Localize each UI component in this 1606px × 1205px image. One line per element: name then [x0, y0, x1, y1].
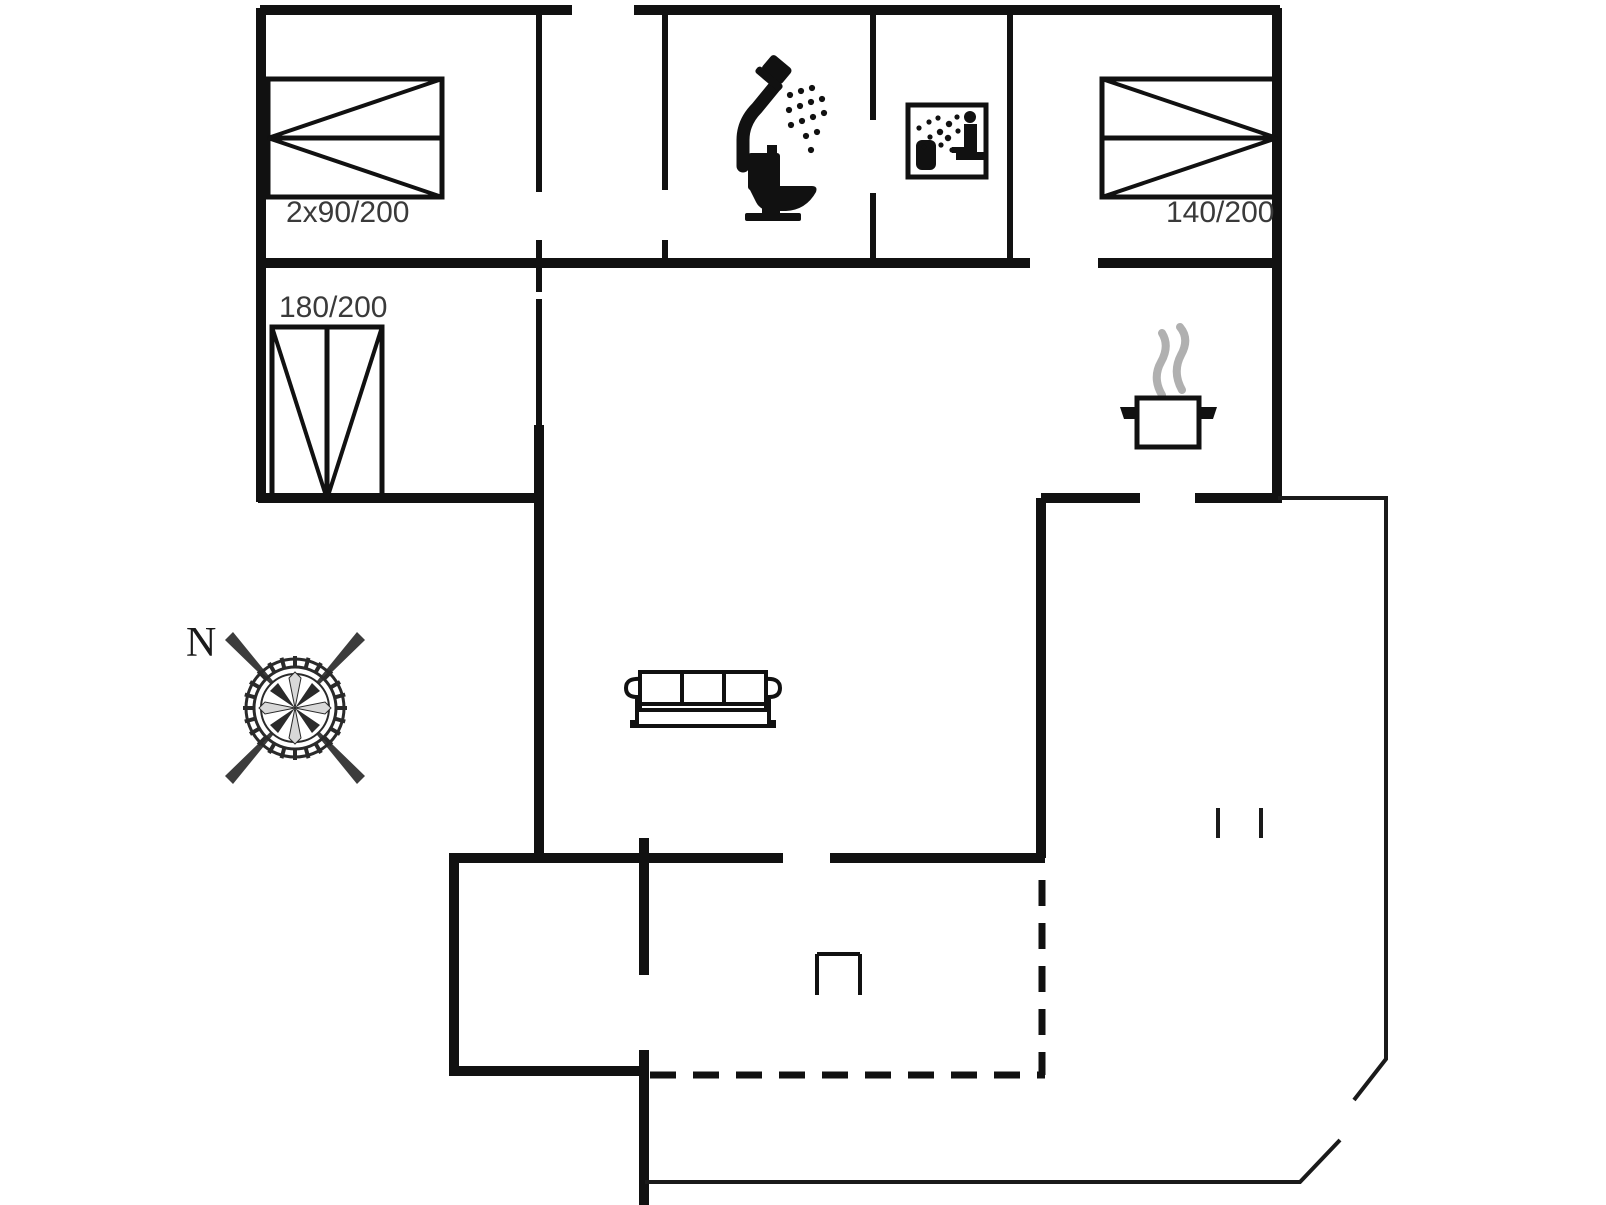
cooking-pot-steam	[1152, 323, 1190, 399]
bed-icon-twin-lower	[265, 135, 445, 200]
twin-beds-left-bedroom	[265, 76, 445, 200]
cooking-pot-body	[1134, 395, 1202, 450]
shower-head-plate	[755, 66, 783, 91]
terrace-right-outline	[1278, 496, 1388, 1102]
bed-icon-twin-lower-diagonal	[267, 136, 443, 199]
cooking-pot-icon	[1120, 323, 1217, 450]
toilet-icon	[745, 145, 817, 221]
sofa-arm-right	[765, 676, 783, 728]
bed-dimension-label-double-right: 140/200	[1166, 196, 1275, 229]
bed-icon-right-lower	[1099, 135, 1280, 200]
sauna-stove	[916, 140, 936, 170]
sauna-icon	[905, 102, 989, 180]
shower-head	[761, 55, 792, 84]
bed-icon-double-left-diag-b	[325, 326, 384, 500]
bed-icon-double-left-diag-a	[270, 326, 329, 500]
structural-walls	[256, 5, 1282, 1205]
covered-terrace-dashed	[650, 880, 1046, 1079]
bed-icon-twin-upper-diagonal	[267, 77, 443, 140]
sauna-bench	[956, 152, 984, 160]
compass-toothed-ring	[243, 656, 347, 760]
double-bed-lower-left-bedroom	[269, 324, 385, 502]
step-detail	[815, 952, 862, 995]
bed-dimension-label-double-left: 180/200	[279, 291, 388, 324]
double-bed-right-bedroom	[1099, 76, 1280, 200]
partition-walls	[536, 10, 1013, 425]
toilet-bowl	[748, 186, 817, 211]
sauna-steam-dots	[916, 114, 961, 153]
sofa-icon	[623, 670, 783, 728]
terrace-outlines	[645, 496, 1388, 1184]
sofa-arm-left	[623, 676, 641, 728]
compass-rose-icon	[225, 632, 365, 784]
terrace-bottom-outline	[645, 1138, 1342, 1184]
north-indicator-letter: N	[186, 620, 217, 666]
shower-icon	[736, 55, 828, 173]
toilet-base	[745, 213, 801, 221]
shower-arm	[736, 79, 782, 173]
bed-icon-double-left-b	[324, 324, 385, 502]
compass-star	[258, 671, 332, 745]
toilet-cistern	[748, 153, 780, 190]
sauna-person	[952, 111, 977, 153]
bed-icon-right-upper-diagonal	[1101, 77, 1278, 140]
toilet-flush-button	[767, 145, 777, 156]
shower-spray	[785, 84, 828, 154]
bed-icon-right-lower-diagonal	[1101, 136, 1278, 199]
bed-dimension-label-twin-left: 2x90/200	[286, 196, 410, 229]
